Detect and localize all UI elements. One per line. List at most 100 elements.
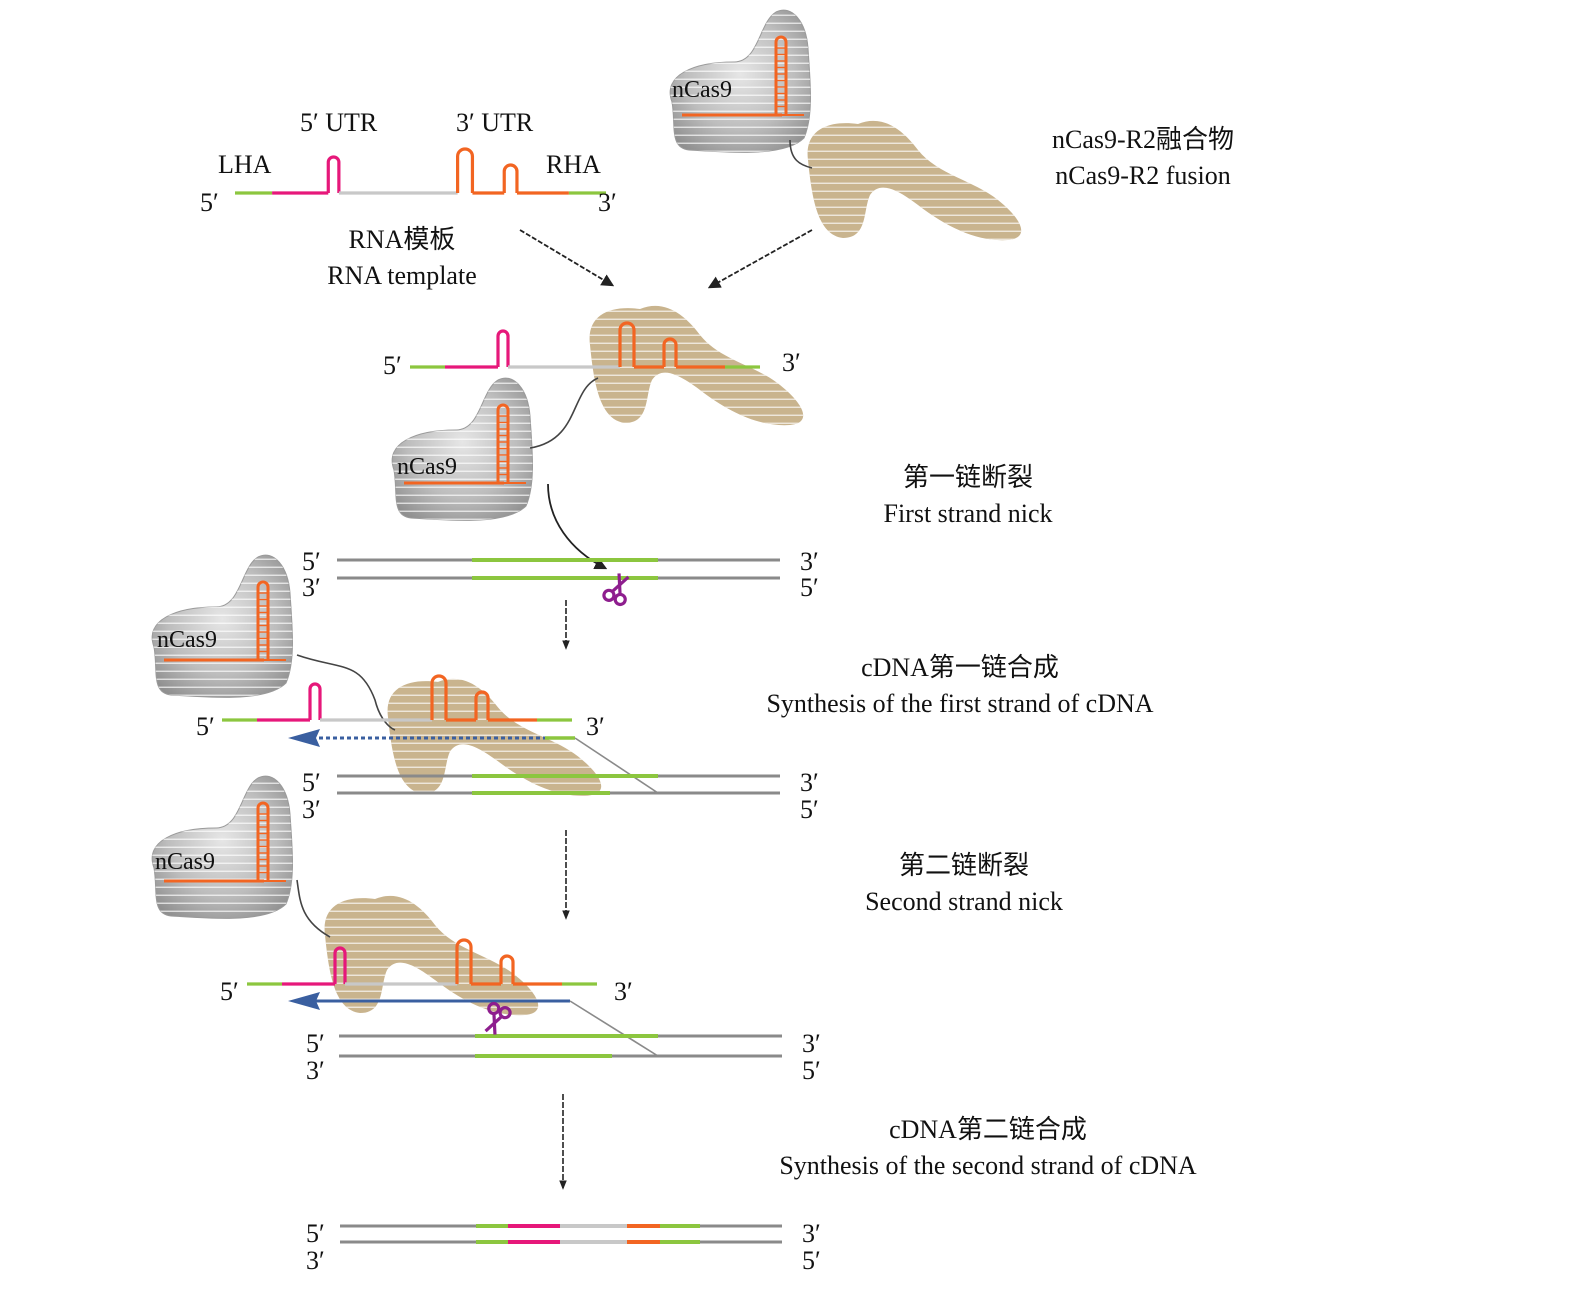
ncas9-label-4: nCas9 bbox=[155, 849, 215, 875]
dna3-top-5-prime: 5′ bbox=[306, 1029, 325, 1058]
scissor-blade bbox=[492, 1013, 497, 1035]
sgrna-hairpin bbox=[256, 580, 270, 660]
fusion-caption: nCas9-R2融合物 nCas9-R2 fusion bbox=[1052, 122, 1234, 194]
rna-complex bbox=[410, 321, 760, 369]
ncas9-label-3: nCas9 bbox=[157, 627, 217, 653]
sgrna-hairpin bbox=[774, 35, 788, 115]
step-second-strand-synthesis-zh: cDNA第二链合成 bbox=[889, 1115, 1087, 1144]
rna-synthesis-1 bbox=[222, 674, 572, 722]
linker-complex bbox=[529, 377, 599, 449]
utr3-hairpin-small bbox=[502, 163, 519, 193]
ncas9-synthesis-1 bbox=[151, 554, 293, 698]
utr3-hairpin-small bbox=[499, 954, 515, 984]
scissor-handle bbox=[487, 1001, 501, 1016]
scissor-blade bbox=[617, 573, 622, 595]
utr3-hairpin-large bbox=[455, 938, 473, 984]
step-first-strand-synthesis: cDNA第一链合成 Synthesis of the first strand … bbox=[766, 650, 1153, 722]
sgrna-hairpin bbox=[256, 801, 270, 881]
linker-synthesis-1 bbox=[296, 654, 396, 731]
scissor-handle bbox=[498, 1006, 512, 1020]
final-bottom-5-prime: 5′ bbox=[802, 1246, 821, 1275]
step-first-nick: 第一链断裂 First strand nick bbox=[884, 460, 1053, 532]
dna3-bottom-3-prime: 3′ bbox=[306, 1056, 325, 1085]
cdna-arrowhead-1 bbox=[288, 729, 320, 747]
r2-stripes bbox=[807, 120, 1022, 241]
fusion-caption-zh: nCas9-R2融合物 bbox=[1051, 125, 1235, 154]
dna2-top-3-prime: 3′ bbox=[800, 768, 819, 797]
utr5-hairpin bbox=[308, 682, 322, 720]
rna2-3-prime: 3′ bbox=[586, 712, 605, 741]
fusion-caption-en: nCas9-R2 fusion bbox=[1055, 161, 1231, 190]
utr5-hairpin bbox=[326, 155, 341, 193]
utr3-hairpin-large bbox=[456, 147, 475, 193]
linker-second-nick bbox=[296, 879, 331, 938]
rna-template bbox=[235, 147, 606, 195]
complex-3-prime: 3′ bbox=[782, 348, 801, 377]
ncas9-stripes bbox=[392, 378, 533, 521]
label-3-utr: 3′ UTR bbox=[456, 108, 534, 137]
utr5-hairpin bbox=[496, 329, 510, 367]
dna1-bottom-5-prime: 5′ bbox=[800, 573, 819, 602]
dna1-bottom-3-prime: 3′ bbox=[302, 573, 321, 602]
step-first-nick-en: First strand nick bbox=[883, 499, 1053, 528]
step-first-strand-synthesis-en: Synthesis of the first strand of cDNA bbox=[766, 689, 1154, 718]
rna-template-caption: RNA模板 RNA template bbox=[327, 222, 476, 294]
arrow-fusion-to-complex bbox=[707, 229, 813, 289]
rna2-5-prime: 5′ bbox=[196, 712, 215, 741]
dna1-top-3-prime: 3′ bbox=[800, 547, 819, 576]
ncas9-second-nick bbox=[151, 775, 293, 919]
scissor-handle bbox=[613, 592, 627, 607]
dna-first-nick bbox=[337, 558, 780, 580]
final-bottom-3-prime: 3′ bbox=[306, 1246, 325, 1275]
ncas9-stripes bbox=[152, 776, 293, 919]
label-lha: LHA bbox=[218, 150, 272, 179]
r2-fusion-top bbox=[807, 120, 1022, 241]
step-second-strand-synthesis-en: Synthesis of the second strand of cDNA bbox=[779, 1151, 1197, 1180]
utr3-hairpin-small bbox=[662, 337, 678, 367]
final-top-3-prime: 3′ bbox=[802, 1219, 821, 1248]
label-rha: RHA bbox=[546, 150, 601, 179]
dna3-top-3-prime: 3′ bbox=[802, 1029, 821, 1058]
ncas9-label-2: nCas9 bbox=[397, 454, 457, 480]
template-3-prime: 3′ bbox=[598, 188, 617, 217]
utr3-hairpin-large bbox=[618, 321, 636, 367]
sgrna-hairpin bbox=[496, 403, 510, 483]
ncas9-fusion-top bbox=[669, 9, 811, 153]
complex-5-prime: 5′ bbox=[383, 351, 402, 380]
dna3-bottom-5-prime: 5′ bbox=[802, 1056, 821, 1085]
step-second-nick-zh: 第二链断裂 bbox=[898, 851, 1029, 880]
rna-template-caption-en: RNA template bbox=[327, 261, 477, 290]
flap-1 bbox=[574, 737, 659, 794]
ncas9-complex bbox=[391, 377, 533, 521]
ncas9-label-1: nCas9 bbox=[672, 77, 732, 103]
utr3-hairpin-large bbox=[430, 674, 448, 720]
dna2-bottom-3-prime: 3′ bbox=[302, 795, 321, 824]
cdna-arrowhead-2 bbox=[288, 992, 320, 1010]
dna2-bottom-5-prime: 5′ bbox=[800, 795, 819, 824]
rna-template-caption-zh: RNA模板 bbox=[348, 225, 456, 254]
dna-second-nick bbox=[339, 1034, 782, 1058]
arrow-template-to-complex bbox=[519, 229, 615, 287]
dna2-top-5-prime: 5′ bbox=[302, 768, 321, 797]
utr3-hairpin-small bbox=[474, 690, 490, 720]
final-top-5-prime: 5′ bbox=[306, 1219, 325, 1248]
step-first-strand-synthesis-zh: cDNA第一链合成 bbox=[861, 653, 1059, 682]
fusion-linker-top bbox=[789, 139, 813, 169]
arrow-nick-1 bbox=[547, 483, 608, 570]
rna3-3-prime: 3′ bbox=[614, 977, 633, 1006]
utr5-hairpin bbox=[333, 946, 347, 984]
scissors-first-nick bbox=[602, 573, 630, 607]
dna1-top-5-prime: 5′ bbox=[302, 547, 321, 576]
step-second-strand-synthesis: cDNA第二链合成 Synthesis of the second strand… bbox=[779, 1112, 1196, 1184]
scissor-handle bbox=[602, 588, 616, 602]
rna3-5-prime: 5′ bbox=[220, 977, 239, 1006]
label-5-utr: 5′ UTR bbox=[300, 108, 378, 137]
rna-second-nick bbox=[247, 938, 597, 986]
template-5-prime: 5′ bbox=[200, 188, 219, 217]
scissors-second-nick bbox=[484, 1001, 512, 1035]
flap-2 bbox=[569, 1000, 659, 1057]
step-first-nick-zh: 第一链断裂 bbox=[902, 463, 1033, 492]
step-second-nick-en: Second strand nick bbox=[865, 887, 1063, 916]
